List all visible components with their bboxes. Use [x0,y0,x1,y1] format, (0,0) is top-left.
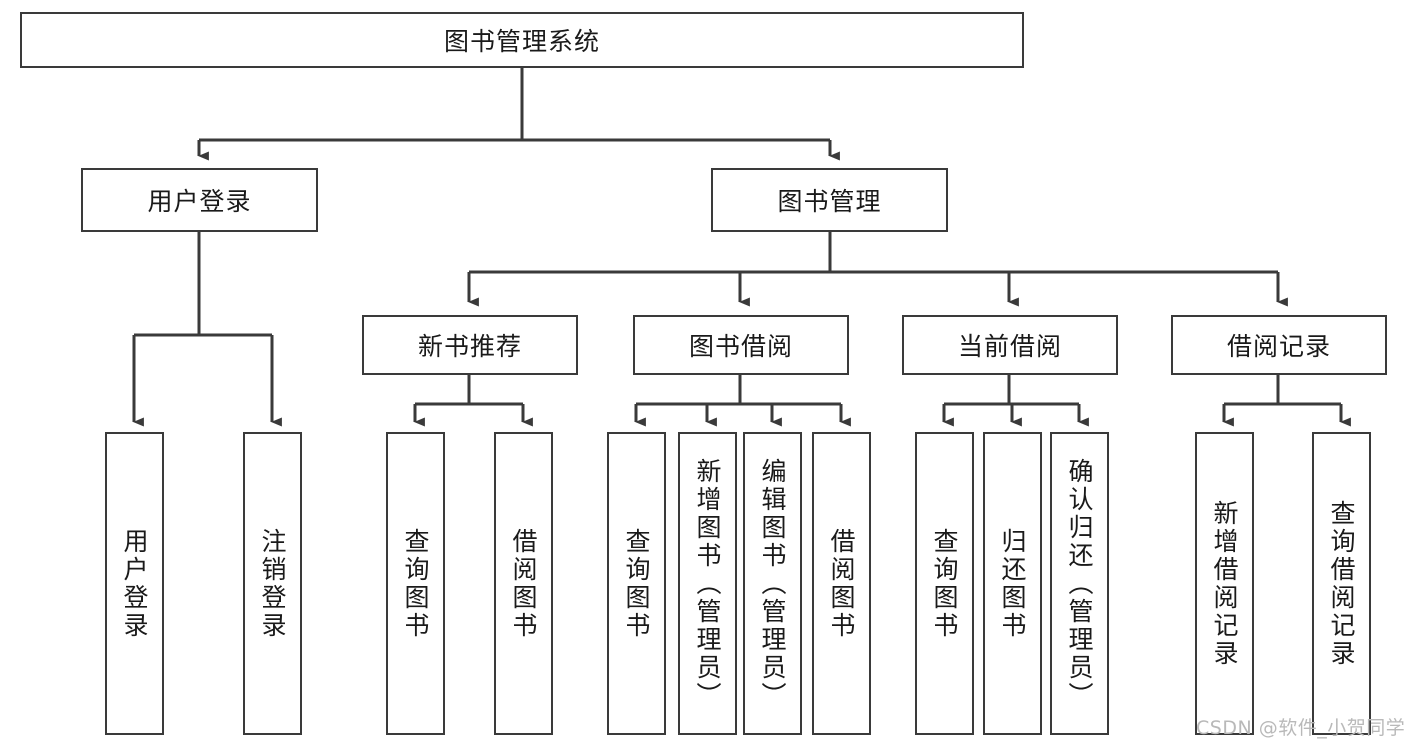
node-book-management[interactable]: 图书管理 [711,168,948,232]
node-label: 查询借阅记录 [1327,499,1356,668]
node-label: 编辑图书（管理员） [758,457,787,710]
node-label: 当前借阅 [957,332,1062,361]
leaf-new-book-query-book[interactable]: 查询图书 [386,432,445,735]
node-root-book-management-system[interactable]: 图书管理系统 [20,12,1024,68]
node-new-book-recommendation[interactable]: 新书推荐 [362,315,578,375]
node-label: 查询图书 [622,527,651,640]
node-label: 查询图书 [930,527,959,640]
leaf-current-query-book[interactable]: 查询图书 [915,432,974,735]
leaf-record-query-borrow-record[interactable]: 查询借阅记录 [1312,432,1371,735]
leaf-record-add-borrow-record[interactable]: 新增借阅记录 [1195,432,1254,735]
node-label: 图书管理 [777,187,882,216]
leaf-user-login-login[interactable]: 用户登录 [105,432,164,735]
node-label: 确认归还（管理员） [1065,457,1094,710]
leaf-borrow-add-book-admin[interactable]: 新增图书（管理员） [678,432,737,735]
node-label: 借阅记录 [1226,332,1331,361]
leaf-current-confirm-return-admin[interactable]: 确认归还（管理员） [1050,432,1109,735]
leaf-borrow-borrow-book[interactable]: 借阅图书 [812,432,871,735]
leaf-current-return-book[interactable]: 归还图书 [983,432,1042,735]
node-label: 新书推荐 [417,332,522,361]
node-label: 注销登录 [258,527,287,640]
node-label: 图书管理系统 [443,27,600,56]
node-book-borrowing[interactable]: 图书借阅 [633,315,849,375]
node-label: 新增图书（管理员） [693,457,722,710]
leaf-borrow-query-book[interactable]: 查询图书 [607,432,666,735]
node-label: 查询图书 [401,527,430,640]
node-label: 借阅图书 [509,527,538,640]
node-label: 借阅图书 [827,527,856,640]
node-label: 新增借阅记录 [1210,499,1239,668]
leaf-user-login-logout[interactable]: 注销登录 [243,432,302,735]
node-borrowing-record[interactable]: 借阅记录 [1171,315,1387,375]
node-label: 图书借阅 [688,332,793,361]
node-label: 归还图书 [998,527,1027,640]
node-user-login[interactable]: 用户登录 [81,168,318,232]
node-current-borrowing[interactable]: 当前借阅 [902,315,1118,375]
node-label: 用户登录 [120,527,149,640]
leaf-new-book-borrow-book[interactable]: 借阅图书 [494,432,553,735]
csdn-watermark: CSDN @软件_小贺同学 [1196,717,1405,739]
node-label: 用户登录 [147,187,252,216]
leaf-borrow-edit-book-admin[interactable]: 编辑图书（管理员） [743,432,802,735]
